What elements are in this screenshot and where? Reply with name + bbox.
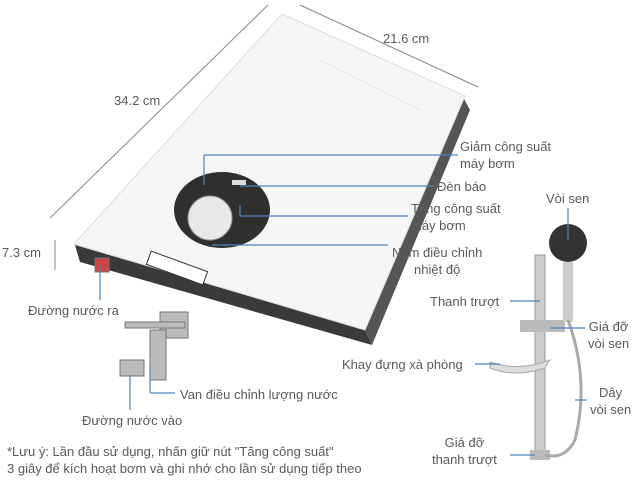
shower-set (489, 224, 587, 460)
width-dimension: 21.6 cm (383, 31, 430, 46)
label-water-in: Đường nước vào (82, 413, 183, 428)
usage-note: *Lưu ý: Lần đầu sử dụng, nhấn giữ nút "T… (7, 444, 362, 476)
label-water-out: Đường nước ra (28, 303, 119, 318)
temperature-knob (187, 195, 233, 241)
label-flow-valve: Van điều chỉnh lượng nước (180, 387, 338, 402)
label-indicator: Đèn báo (437, 179, 487, 194)
water-valve (94, 257, 189, 381)
label-slide-bar: Thanh trượt (430, 294, 500, 309)
heater-side (75, 245, 372, 345)
label-shower-head: Vòi sen (546, 191, 590, 206)
indicator-light (232, 180, 246, 185)
leader-lines (99, 154, 587, 456)
dimension-lines (49, 4, 479, 270)
height-dimension: 34.2 cm (114, 93, 161, 108)
heater-body (73, 13, 466, 331)
label-soap-tray: Khay đựng xà phòng (342, 357, 463, 372)
depth-dimension: 7.3 cm (2, 245, 42, 260)
